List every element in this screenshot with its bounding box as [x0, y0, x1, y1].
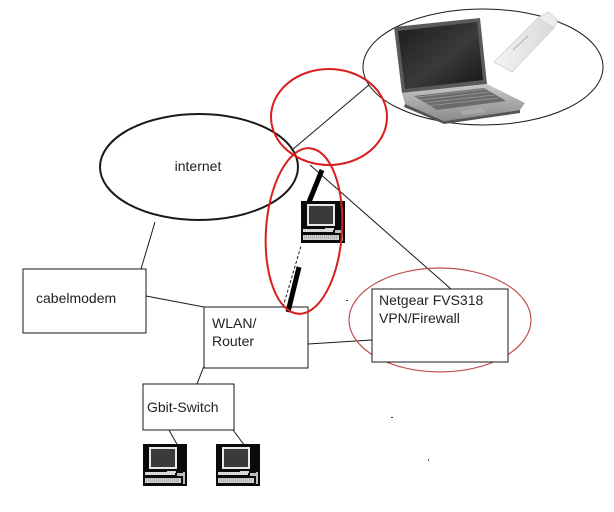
- laptop-icon: [394, 18, 525, 124]
- router-label-line1: WLAN/: [212, 315, 256, 331]
- wireless-link-highlight: [264, 147, 344, 315]
- edge-switch-pc1: [168, 429, 179, 447]
- router-box: [203, 306, 309, 369]
- edge-switch-pc2: [232, 429, 246, 447]
- stray-mark: [346, 300, 348, 301]
- edge-internet-cabelmodem: [140, 221, 156, 270]
- edge-cabelmodem-router: [145, 295, 205, 308]
- edge-router-switch: [196, 365, 205, 385]
- internet-cloud: [99, 113, 299, 221]
- stray-mark: [391, 417, 393, 418]
- switch-label: Gbit-Switch: [147, 399, 219, 415]
- switch-pc-2-icon: [216, 444, 260, 486]
- firewall-label-line1: Netgear FVS318: [379, 292, 483, 308]
- firewall-highlight-ellipse: [348, 267, 532, 373]
- switch-box: [142, 383, 235, 431]
- internet-label: internet: [175, 158, 222, 174]
- stray-mark: [428, 459, 429, 461]
- edge-router-wireless-pc: [282, 245, 302, 308]
- cabelmodem-label: cabelmodem: [36, 290, 116, 306]
- antenna-icon: [285, 266, 302, 313]
- router-label-line2: Router: [212, 333, 254, 349]
- firewall-box: [371, 288, 509, 363]
- usb-modem-icon: [493, 11, 559, 73]
- edge-router-firewall: [307, 339, 373, 345]
- wireless-pc-icon: [301, 201, 345, 243]
- cabelmodem-box: [22, 268, 147, 334]
- edge-internet-laptop: [291, 83, 371, 151]
- switch-pc-1-icon: [143, 444, 187, 486]
- internet-laptop-junction-highlight: [270, 68, 388, 166]
- firewall-label-line2: VPN/Firewall: [379, 310, 460, 326]
- antenna-icon: [306, 169, 325, 203]
